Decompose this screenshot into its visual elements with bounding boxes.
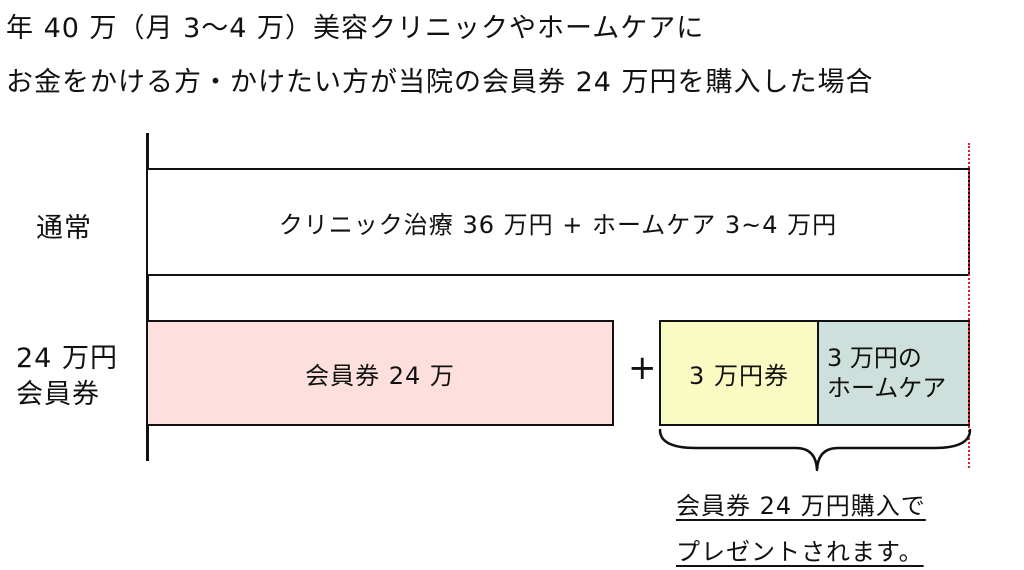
- normal-cost-bar: クリニック治療 36 万円 + ホームケア 3~4 万円: [146, 168, 970, 276]
- membership-ticket-text: 会員券 24 万: [305, 361, 455, 390]
- three-man-yen-ticket-text: 3 万円券: [689, 361, 789, 390]
- title-line-2: お金をかける方・かけたい方が当院の会員券 24 万円を購入した場合: [6, 67, 874, 98]
- gift-note-line-1: 会員券 24 万円購入で: [676, 492, 926, 520]
- homecare-gift-box: 3 万円の ホームケア: [817, 320, 970, 426]
- three-man-yen-ticket-box: 3 万円券: [659, 320, 819, 426]
- curly-brace-icon: [658, 428, 972, 472]
- total-limit-dotted-line: [968, 143, 970, 468]
- homecare-gift-line-1: 3 万円の: [827, 344, 922, 372]
- row-label-member-ticket: 会員券: [16, 379, 100, 410]
- normal-cost-text: クリニック治療 36 万円 + ホームケア 3~4 万円: [278, 210, 838, 239]
- plus-sign: +: [628, 348, 657, 388]
- title-line-1: 年 40 万（月 3〜4 万）美容クリニックやホームケアに: [6, 13, 705, 44]
- vertical-axis-line: [146, 133, 149, 461]
- homecare-gift-text: 3 万円の ホームケア: [827, 343, 946, 403]
- membership-ticket-bar: 会員券 24 万: [146, 320, 614, 426]
- row-label-member-amount: 24 万円: [16, 343, 118, 374]
- homecare-gift-line-2: ホームケア: [827, 374, 947, 402]
- gift-note-line-2: プレゼントされます。: [676, 538, 924, 566]
- row-label-normal: 通常: [36, 213, 92, 244]
